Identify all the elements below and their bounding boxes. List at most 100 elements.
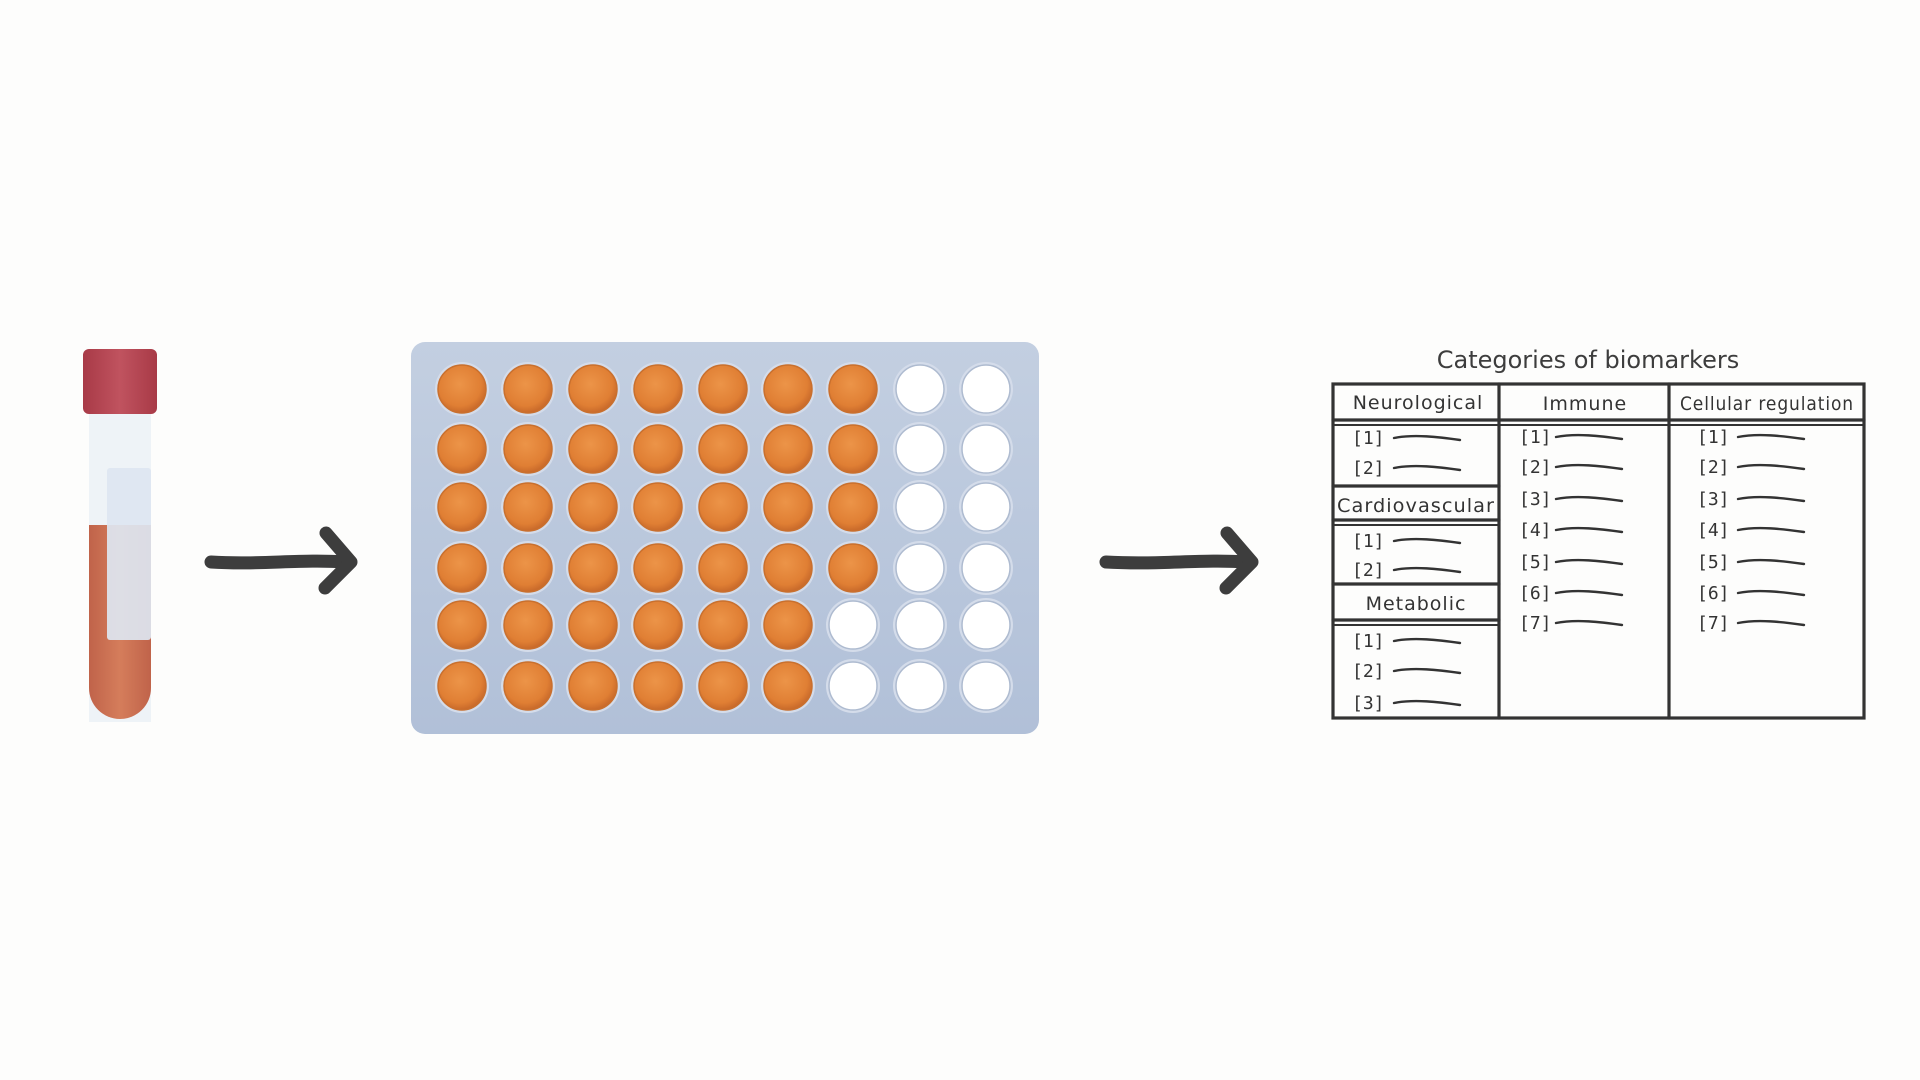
placeholder-line <box>1392 667 1462 675</box>
well-filled <box>503 600 553 650</box>
well-filled <box>503 482 553 532</box>
well-filled <box>633 600 683 650</box>
well-filled <box>437 661 487 711</box>
well-filled <box>633 424 683 474</box>
well-filled <box>698 482 748 532</box>
well-filled <box>698 600 748 650</box>
placeholder-line <box>1392 464 1462 472</box>
table-title: Categories of biomarkers <box>1437 346 1739 374</box>
well-empty <box>895 543 945 593</box>
well-empty <box>895 600 945 650</box>
well-empty <box>961 424 1011 474</box>
biomarker-item-label: [1] <box>1352 631 1385 652</box>
well-filled <box>568 424 618 474</box>
well-filled <box>568 543 618 593</box>
well-filled <box>698 364 748 414</box>
well-filled <box>633 543 683 593</box>
placeholder-line <box>1554 463 1624 471</box>
well-filled <box>828 543 878 593</box>
well-empty <box>961 600 1011 650</box>
well-empty <box>895 364 945 414</box>
biomarker-item-label: [1] <box>1519 427 1552 448</box>
biomarker-item-label: [2] <box>1697 457 1730 478</box>
tube-label <box>107 468 151 640</box>
well-filled <box>437 424 487 474</box>
placeholder-line <box>1392 434 1462 442</box>
well-filled <box>503 543 553 593</box>
well-empty <box>961 364 1011 414</box>
well-filled <box>763 424 813 474</box>
well-filled <box>763 482 813 532</box>
well-filled <box>698 661 748 711</box>
tube-cap <box>83 349 157 414</box>
biomarker-item-label: [3] <box>1697 489 1730 510</box>
biomarker-item-label: [3] <box>1352 693 1385 714</box>
well-empty <box>961 482 1011 532</box>
placeholder-line <box>1392 699 1462 707</box>
placeholder-line <box>1554 526 1624 534</box>
placeholder-line <box>1554 495 1624 503</box>
placeholder-line <box>1392 566 1462 574</box>
well-filled <box>437 600 487 650</box>
well-filled <box>503 364 553 414</box>
right-arrow-icon <box>1099 526 1259 595</box>
biomarker-item-label: [1] <box>1697 427 1730 448</box>
well-filled <box>437 482 487 532</box>
well-filled <box>828 424 878 474</box>
placeholder-line <box>1736 558 1806 566</box>
well-filled <box>633 364 683 414</box>
well-filled <box>437 364 487 414</box>
well-filled <box>503 424 553 474</box>
well-filled <box>633 661 683 711</box>
section-header-neurological: Neurological <box>1353 392 1484 414</box>
well-filled <box>698 543 748 593</box>
right-arrow-icon <box>204 526 358 595</box>
biomarker-item-label: [5] <box>1519 552 1552 573</box>
well-empty <box>961 543 1011 593</box>
well-filled <box>763 600 813 650</box>
biomarker-item-label: [2] <box>1352 458 1385 479</box>
well-filled <box>763 364 813 414</box>
well-filled <box>568 600 618 650</box>
biomarker-item-label: [7] <box>1519 613 1552 634</box>
biomarker-item-label: [5] <box>1697 552 1730 573</box>
placeholder-line <box>1736 526 1806 534</box>
biomarker-item-label: [2] <box>1352 661 1385 682</box>
well-empty <box>828 661 878 711</box>
biomarker-item-label: [7] <box>1697 613 1730 634</box>
well-empty <box>895 482 945 532</box>
column-header-immune: Immune <box>1543 393 1627 415</box>
biomarker-item-label: [6] <box>1697 583 1730 604</box>
section-header-cardiovascular: Cardiovascular <box>1337 495 1495 517</box>
well-empty <box>828 600 878 650</box>
blood-sample-tube-icon <box>83 349 157 722</box>
well-filled <box>437 543 487 593</box>
well-filled <box>763 661 813 711</box>
placeholder-line <box>1736 463 1806 471</box>
biomarker-item-label: [4] <box>1519 520 1552 541</box>
section-header-metabolic: Metabolic <box>1366 593 1467 615</box>
well-filled <box>503 661 553 711</box>
placeholder-line <box>1554 589 1624 597</box>
well-empty <box>895 424 945 474</box>
placeholder-line <box>1392 637 1462 645</box>
biomarker-table: Categories of biomarkers Neurological Ca… <box>1331 346 1866 720</box>
placeholder-line <box>1736 433 1806 441</box>
placeholder-line <box>1736 589 1806 597</box>
well-empty <box>895 661 945 711</box>
placeholder-line <box>1554 619 1624 627</box>
column-header-cellular-regulation: Cellular regulation <box>1680 393 1854 415</box>
biomarker-item-label: [6] <box>1519 583 1552 604</box>
table-items: [1][2][1][2][1][2][3][1][2][3][4][5][6][… <box>1352 427 1806 714</box>
biomarker-item-label: [3] <box>1519 489 1552 510</box>
biomarker-item-label: [1] <box>1352 428 1385 449</box>
placeholder-line <box>1392 537 1462 545</box>
well-plate-icon <box>411 342 1039 734</box>
well-filled <box>568 482 618 532</box>
placeholder-line <box>1554 558 1624 566</box>
placeholder-line <box>1736 619 1806 627</box>
well-filled <box>828 364 878 414</box>
biomarker-item-label: [1] <box>1352 531 1385 552</box>
